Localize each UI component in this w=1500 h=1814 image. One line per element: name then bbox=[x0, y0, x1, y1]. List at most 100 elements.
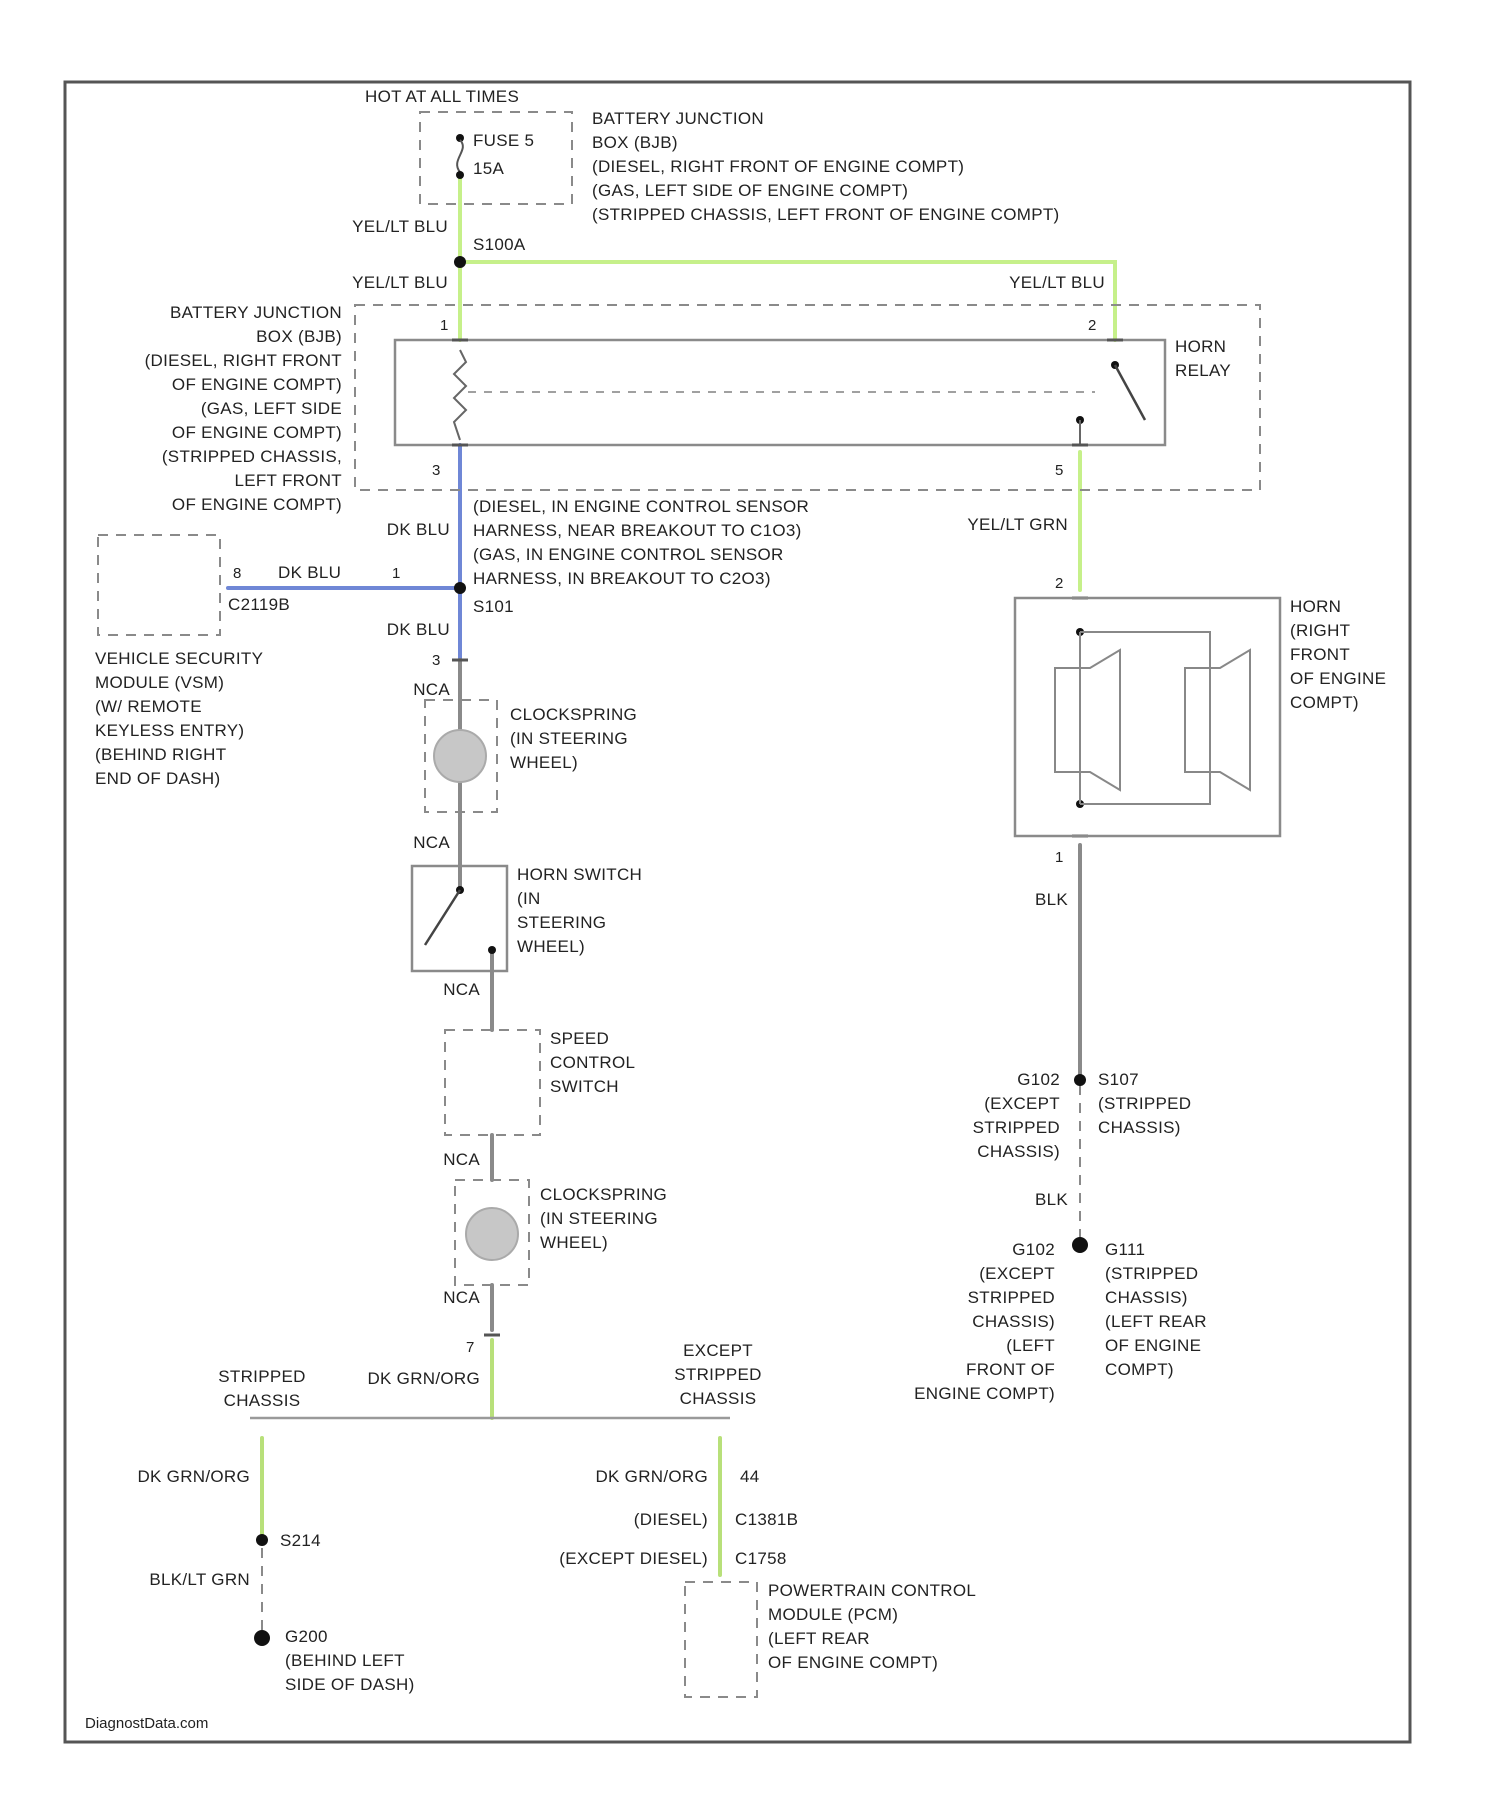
bjb-outline bbox=[355, 305, 1260, 490]
g102-ground-line-2: (EXCEPT bbox=[979, 1264, 1055, 1283]
ground-g102-s107-dot bbox=[1074, 1074, 1086, 1086]
fuse-rating-label: 15A bbox=[473, 159, 505, 178]
bjb-top-label: BATTERY JUNCTION BOX (BJB) (DIESEL, RIGH… bbox=[592, 109, 1060, 224]
stripped-chassis-label: STRIPPED CHASSIS bbox=[218, 1367, 305, 1410]
horn-switch-line-4: WHEEL) bbox=[517, 937, 585, 956]
clockspring-1-line-2: (IN STEERING bbox=[510, 729, 628, 748]
horn-relay-label-1: HORN bbox=[1175, 337, 1226, 356]
nca-label-3: NCA bbox=[443, 980, 480, 999]
clockspring-2-line-1: CLOCKSPRING bbox=[540, 1185, 667, 1204]
conn-c2119b-label: C2119B bbox=[228, 595, 290, 614]
horn-label-line-5: COMPT) bbox=[1290, 693, 1359, 712]
diesel-conn-label: (DIESEL) bbox=[634, 1510, 708, 1529]
g102-ground-line-3: STRIPPED bbox=[968, 1288, 1055, 1307]
clockspring-pin-3-label: 3 bbox=[432, 652, 440, 669]
ground-g200-dot bbox=[254, 1630, 270, 1646]
pcm-line-2: MODULE (PCM) bbox=[768, 1605, 898, 1624]
nca-label-5: NCA bbox=[443, 1288, 480, 1307]
except-stripped-line-1: EXCEPT bbox=[683, 1341, 753, 1360]
except-stripped-label: EXCEPT STRIPPED CHASSIS bbox=[674, 1341, 761, 1408]
wire-label-yel-ltblu-1: YEL/LT BLU bbox=[352, 217, 448, 236]
speed-control-outline bbox=[445, 1030, 540, 1135]
splice-s100a-label: S100A bbox=[473, 235, 526, 254]
speed-control-label: SPEED CONTROL SWITCH bbox=[550, 1029, 635, 1096]
clockspring-2-label: CLOCKSPRING (IN STEERING WHEEL) bbox=[540, 1185, 667, 1252]
pcm-label: POWERTRAIN CONTROL MODULE (PCM) (LEFT RE… bbox=[768, 1581, 976, 1672]
bjb-left-line-1: BATTERY JUNCTION bbox=[170, 303, 342, 322]
g102-ground-line-1: G102 bbox=[1012, 1240, 1055, 1259]
splice-s101-label: S101 bbox=[473, 597, 514, 616]
wire-label-dkblu-2: DK BLU bbox=[278, 563, 341, 582]
horn-speaker-left-icon bbox=[1055, 650, 1120, 790]
clockspring-1-symbol bbox=[434, 730, 486, 782]
clockspring-2-line-2: (IN STEERING bbox=[540, 1209, 658, 1228]
horn-relay-label-2: RELAY bbox=[1175, 361, 1231, 380]
bjb-top-line-5: (STRIPPED CHASSIS, LEFT FRONT OF ENGINE … bbox=[592, 205, 1060, 224]
horn-label-line-1: HORN bbox=[1290, 597, 1341, 616]
pcm-line-1: POWERTRAIN CONTROL bbox=[768, 1581, 976, 1600]
horn-switch-line-3: STEERING bbox=[517, 913, 606, 932]
fuse-terminal-bottom bbox=[456, 171, 464, 179]
wire-label-dkgrn-org-2: DK GRN/ORG bbox=[137, 1467, 250, 1486]
bjb-left-line-9: OF ENGINE COMPT) bbox=[172, 495, 342, 514]
bjb-top-line-3: (DIESEL, RIGHT FRONT OF ENGINE COMPT) bbox=[592, 157, 964, 176]
pcm-line-4: OF ENGINE COMPT) bbox=[768, 1653, 938, 1672]
horn-label-line-4: OF ENGINE bbox=[1290, 669, 1386, 688]
wire-label-blk-ltgrn: BLK/LT GRN bbox=[149, 1570, 250, 1589]
pcm-outline bbox=[685, 1582, 757, 1697]
horn-label-line-2: (RIGHT bbox=[1290, 621, 1350, 640]
g102-ground-line-4: CHASSIS) bbox=[972, 1312, 1055, 1331]
nca-label-2: NCA bbox=[413, 833, 450, 852]
wire-label-yel-ltgrn: YEL/LT GRN bbox=[967, 515, 1068, 534]
bjb-top-line-2: BOX (BJB) bbox=[592, 133, 678, 152]
relay-pin-3-label: 3 bbox=[432, 462, 440, 479]
g200-line-1: G200 bbox=[285, 1627, 328, 1646]
horn-speaker-right-icon bbox=[1185, 650, 1250, 790]
relay-pin-1-label: 1 bbox=[440, 317, 448, 334]
s107-line-1: S107 bbox=[1098, 1070, 1139, 1089]
g102-ground-line-5: (LEFT bbox=[1006, 1336, 1055, 1355]
splice-s214-label: S214 bbox=[280, 1531, 321, 1550]
clockspring-1-line-1: CLOCKSPRING bbox=[510, 705, 637, 724]
splice-note-line-4: HARNESS, IN BREAKOUT TO C2O3) bbox=[473, 569, 771, 588]
bjb-top-line-4: (GAS, LEFT SIDE OF ENGINE COMPT) bbox=[592, 181, 908, 200]
vsm-label-line-5: (BEHIND RIGHT bbox=[95, 745, 226, 764]
s107-line-3: CHASSIS) bbox=[1098, 1118, 1181, 1137]
fuse-name-label: FUSE 5 bbox=[473, 131, 534, 150]
except-diesel-label: (EXCEPT DIESEL) bbox=[559, 1549, 708, 1568]
vsm-label-line-3: (W/ REMOTE bbox=[95, 697, 202, 716]
g102-s107-left-label: G102 (EXCEPT STRIPPED CHASSIS) bbox=[973, 1070, 1060, 1161]
g200-line-3: SIDE OF DASH) bbox=[285, 1675, 415, 1694]
g102-left-line-2: (EXCEPT bbox=[984, 1094, 1060, 1113]
speed-control-line-2: CONTROL bbox=[550, 1053, 635, 1072]
wire-label-dkblu-3: DK BLU bbox=[387, 620, 450, 639]
horn-switch-line-2: (IN bbox=[517, 889, 541, 908]
bjb-left-line-3: (DIESEL, RIGHT FRONT bbox=[145, 351, 342, 370]
wire-label-blk-1: BLK bbox=[1035, 890, 1068, 909]
wire-label-dkgrn-org-3: DK GRN/ORG bbox=[595, 1467, 708, 1486]
splice-note-line-2: HARNESS, NEAR BREAKOUT TO C1O3) bbox=[473, 521, 802, 540]
horn-switch-arm bbox=[425, 890, 460, 945]
hot-at-all-times-label: HOT AT ALL TIMES bbox=[365, 87, 519, 106]
g200-label: G200 (BEHIND LEFT SIDE OF DASH) bbox=[285, 1627, 415, 1694]
horn-label-line-3: FRONT bbox=[1290, 645, 1350, 664]
horn-pin-1-label: 1 bbox=[1055, 849, 1063, 866]
conn-c1381b-label: C1381B bbox=[735, 1510, 798, 1529]
clockspring-1-label: CLOCKSPRING (IN STEERING WHEEL) bbox=[510, 705, 637, 772]
g111-line-5: OF ENGINE bbox=[1105, 1336, 1201, 1355]
relay-pin-5-label: 5 bbox=[1055, 462, 1063, 479]
g200-line-2: (BEHIND LEFT bbox=[285, 1651, 405, 1670]
g102-left-line-4: CHASSIS) bbox=[977, 1142, 1060, 1161]
vsm-outline bbox=[98, 535, 220, 635]
ground-g102-g111-dot bbox=[1072, 1237, 1088, 1253]
g102-left-line-1: G102 bbox=[1017, 1070, 1060, 1089]
bjb-left-line-5: (GAS, LEFT SIDE bbox=[201, 399, 342, 418]
bjb-left-line-8: LEFT FRONT bbox=[234, 471, 342, 490]
wire-label-dkblu-1: DK BLU bbox=[387, 520, 450, 539]
speed-control-line-3: SWITCH bbox=[550, 1077, 619, 1096]
clockspring-2-pin-7-label: 7 bbox=[466, 1339, 474, 1356]
conn-c1758-label: C1758 bbox=[735, 1549, 787, 1568]
splice-s100a-dot bbox=[454, 256, 466, 268]
wire-label-yel-ltblu-2: YEL/LT BLU bbox=[352, 273, 448, 292]
